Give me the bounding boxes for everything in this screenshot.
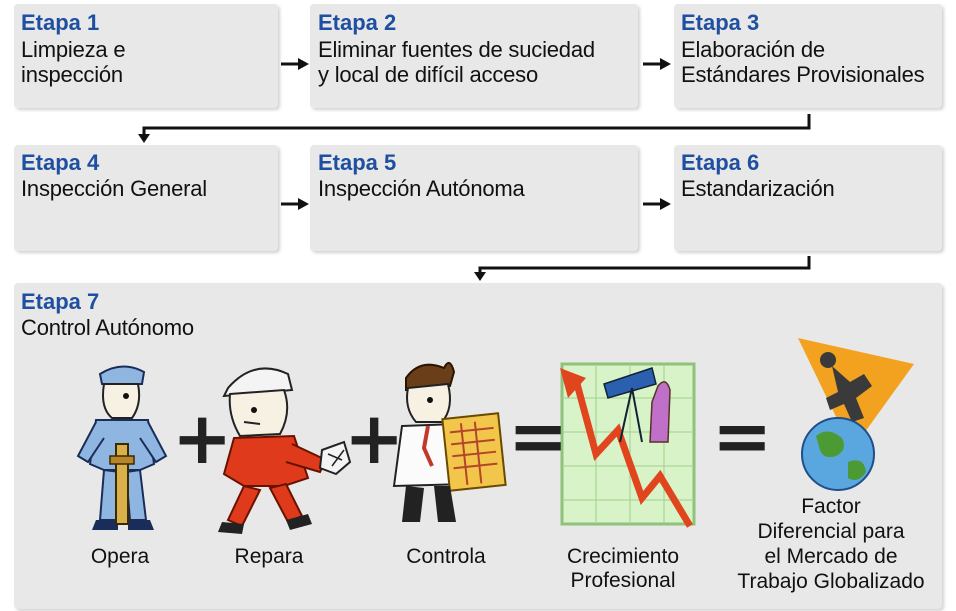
- caption-factor-2: Diferencial para: [757, 520, 905, 543]
- stage-7-title: Etapa 7: [21, 289, 100, 314]
- stage-6-title: Etapa 6: [681, 150, 760, 175]
- caption-repara: Repara: [234, 545, 304, 568]
- stage-1-title: Etapa 1: [21, 10, 100, 35]
- caption-controla: Controla: [406, 545, 486, 568]
- stage-4-line1: Inspección General: [21, 176, 207, 201]
- plus-operator-2: +: [344, 396, 405, 480]
- caption-factor-1: Factor: [801, 495, 861, 518]
- stage-4-title: Etapa 4: [21, 150, 100, 175]
- stage-1-box: [14, 4, 278, 108]
- stage-5-line1: Inspección Autónoma: [318, 176, 525, 201]
- arrow-1-to-2-icon: [281, 58, 309, 70]
- stage-3-title: Etapa 3: [681, 10, 760, 35]
- stage-1-line1: Limpieza e: [21, 37, 126, 62]
- caption-crecimiento-2: Profesional: [570, 569, 676, 592]
- stage-2-title: Etapa 2: [318, 10, 397, 35]
- stage-5-title: Etapa 5: [318, 150, 397, 175]
- equals-operator-1: =: [508, 394, 569, 478]
- caption-opera: Opera: [90, 545, 150, 568]
- connector-row1-row2-icon: [138, 114, 811, 143]
- stage-7-line1: Control Autónomo: [21, 315, 194, 340]
- stage-1-line2: inspección: [21, 62, 123, 87]
- repairman-icon: [218, 367, 352, 534]
- stage-6-line1: Estandarización: [681, 176, 835, 201]
- globe-runner-icon: [798, 338, 914, 491]
- caption-factor-3: el Mercado de: [764, 545, 898, 568]
- caption-crecimiento-1: Crecimiento: [566, 545, 680, 568]
- stage-4-box: [14, 145, 278, 251]
- stage-3-line1: Elaboración de: [681, 37, 825, 62]
- plus-operator-1: +: [172, 396, 233, 480]
- growth-chart-icon: [560, 362, 696, 528]
- arrow-4-to-5-icon: [281, 198, 309, 210]
- controller-clipboard-icon: [392, 361, 507, 522]
- stage-5-box: [310, 145, 638, 251]
- caption-factor-4: Trabajo Globalizado: [737, 570, 925, 593]
- connector-row2-row3-icon: [474, 256, 811, 281]
- stage-2-line1: Eliminar fuentes de suciedad: [318, 37, 595, 62]
- arrow-5-to-6-icon: [643, 198, 671, 210]
- equals-operator-2: =: [712, 394, 773, 478]
- stage-3-line2: Estándares Provisionales: [681, 62, 925, 87]
- worker-operator-icon: [76, 365, 168, 530]
- arrow-2-to-3-icon: [643, 58, 671, 70]
- stage-6-box: [674, 145, 942, 251]
- stage-3-box: [674, 4, 942, 108]
- stage-2-line2: y local de difícil acceso: [318, 62, 538, 87]
- stage-2-box: [310, 4, 638, 108]
